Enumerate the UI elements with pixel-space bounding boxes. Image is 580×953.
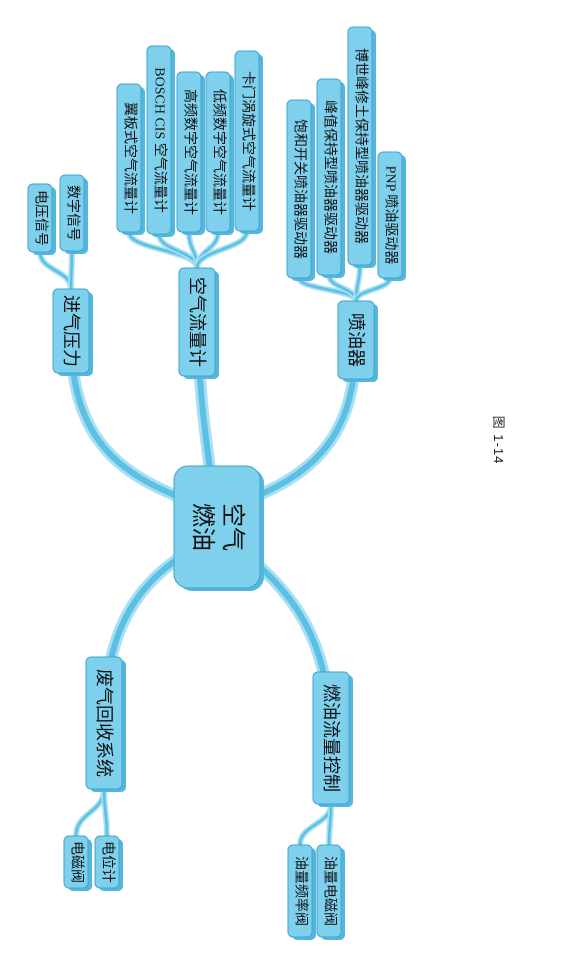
node-egr-system: 废气回收系统 bbox=[85, 656, 126, 792]
node-high-freq-digital-box bbox=[176, 71, 202, 233]
node-potentiometer: 电位计 bbox=[94, 835, 123, 891]
node-fuel-freq-valve-box bbox=[287, 844, 313, 938]
node-voltage-signal-box bbox=[27, 183, 53, 253]
node-fuel-solenoid-valve-label: 油量电磁阀 bbox=[322, 856, 338, 926]
node-pnp-driver-box bbox=[377, 151, 403, 279]
node-air-flow-meter-box bbox=[178, 267, 216, 377]
connector-fuel-solenoid-valve bbox=[327, 802, 333, 847]
connector-karman-vortex bbox=[195, 229, 249, 270]
node-saturated-switch-driver-label: 饱和开关喷油器驱动器 bbox=[292, 119, 308, 259]
node-bosch-cis-box bbox=[146, 45, 172, 235]
node-bosch-cis-label: BOSCH CIS 空气流量计 bbox=[152, 67, 168, 212]
node-bosch-cis: BOSCH CIS 空气流量计 bbox=[146, 45, 175, 237]
node-solenoid-valve: 电磁阀 bbox=[63, 835, 92, 891]
node-fuel-solenoid-valve: 油量电磁阀 bbox=[316, 844, 345, 940]
node-peak-hold-driver-label: 峰值保持型喷油器驱动器 bbox=[322, 100, 338, 254]
node-digital-signal: 数字信号 bbox=[59, 174, 88, 254]
node-voltage-signal: 电压信号 bbox=[27, 183, 56, 255]
node-pnp-driver-label: PNP 喷油驱动器 bbox=[383, 166, 399, 265]
node-high-freq-digital-label: 高频数字空气流量计 bbox=[182, 89, 199, 215]
node-solenoid-valve-label: 电磁阀 bbox=[69, 841, 85, 883]
node-pnp-driver: PNP 喷油驱动器 bbox=[377, 151, 406, 281]
node-vane-afm-box bbox=[116, 83, 142, 233]
node-low-freq-digital-label: 低频数字空气流量计 bbox=[211, 89, 227, 215]
node-air-flow-meter: 空气流量计 bbox=[178, 267, 219, 379]
node-root: 空气燃油 bbox=[173, 465, 264, 591]
node-peak-hold-driver: 峰值保持型喷油器驱动器 bbox=[316, 78, 345, 278]
node-vane-afm: 翼板式空气流量计 bbox=[116, 83, 145, 235]
node-egr-system-box bbox=[85, 656, 123, 790]
node-bosch-peak-hold-driver-label: 博世峰修土保持型喷油器驱动器 bbox=[353, 48, 370, 244]
node-layer: 电压信号数字信号 翼板式空气流量计 BOSCH CIS 空气流量计高频数字空气流量计… bbox=[27, 26, 406, 940]
node-root-box bbox=[173, 465, 261, 589]
node-solenoid-valve-box bbox=[63, 835, 89, 889]
connector-layer bbox=[37, 228, 393, 848]
node-vane-afm-label: 翼板式空气流量计 bbox=[122, 102, 138, 214]
node-low-freq-digital: 低频数字空气流量计 bbox=[205, 71, 234, 235]
node-fuel-freq-valve-label: 油量频率阀 bbox=[293, 856, 310, 926]
node-potentiometer-box bbox=[94, 835, 120, 889]
node-root-label: 空气燃油 bbox=[189, 503, 246, 551]
connector-solenoid-valve bbox=[74, 787, 106, 838]
node-injector: 喷油器 bbox=[337, 300, 378, 382]
node-low-freq-digital-box bbox=[205, 71, 231, 233]
node-bosch-peak-hold-driver: 博世峰修土保持型喷油器驱动器 bbox=[347, 26, 376, 268]
node-fuel-flow-control-box bbox=[312, 671, 350, 805]
node-saturated-switch-driver-box bbox=[286, 99, 312, 279]
node-karman-vortex-label: 卡门涡旋式空气流量计 bbox=[240, 71, 256, 211]
node-fuel-solenoid-valve-box bbox=[316, 844, 342, 938]
connector-voltage-signal bbox=[38, 250, 73, 291]
node-intake-pressure-box bbox=[52, 288, 90, 374]
node-digital-signal-label: 数字信号 bbox=[65, 185, 81, 241]
node-karman-vortex: 卡门涡旋式空气流量计 bbox=[234, 50, 263, 234]
node-digital-signal-box bbox=[59, 174, 85, 252]
node-saturated-switch-driver: 饱和开关喷油器驱动器 bbox=[286, 99, 315, 281]
node-potentiometer-label: 电位计 bbox=[100, 841, 116, 883]
node-high-freq-digital: 高频数字空气流量计 bbox=[176, 71, 205, 235]
node-bosch-peak-hold-driver-box bbox=[347, 26, 373, 266]
node-karman-vortex-box bbox=[234, 50, 260, 232]
node-air-flow-meter-label: 空气流量计 bbox=[187, 277, 207, 367]
node-egr-system-label: 废气回收系统 bbox=[94, 669, 114, 777]
node-injector-box bbox=[337, 300, 375, 380]
node-voltage-signal-label: 电压信号 bbox=[33, 190, 49, 246]
node-fuel-freq-valve: 油量频率阀 bbox=[287, 844, 316, 940]
connector-digital-signal bbox=[69, 249, 74, 291]
connector-potentiometer bbox=[102, 787, 109, 838]
node-injector-label: 喷油器 bbox=[346, 313, 366, 367]
node-intake-pressure-label: 进气压力 bbox=[61, 295, 81, 367]
node-intake-pressure: 进气压力 bbox=[52, 288, 93, 376]
node-fuel-flow-control: 燃油流量控制 bbox=[312, 671, 353, 807]
node-fuel-flow-control-label: 燃油流量控制 bbox=[321, 684, 341, 792]
figure-caption: 图 1-14 bbox=[491, 415, 506, 465]
node-peak-hold-driver-box bbox=[316, 78, 342, 276]
